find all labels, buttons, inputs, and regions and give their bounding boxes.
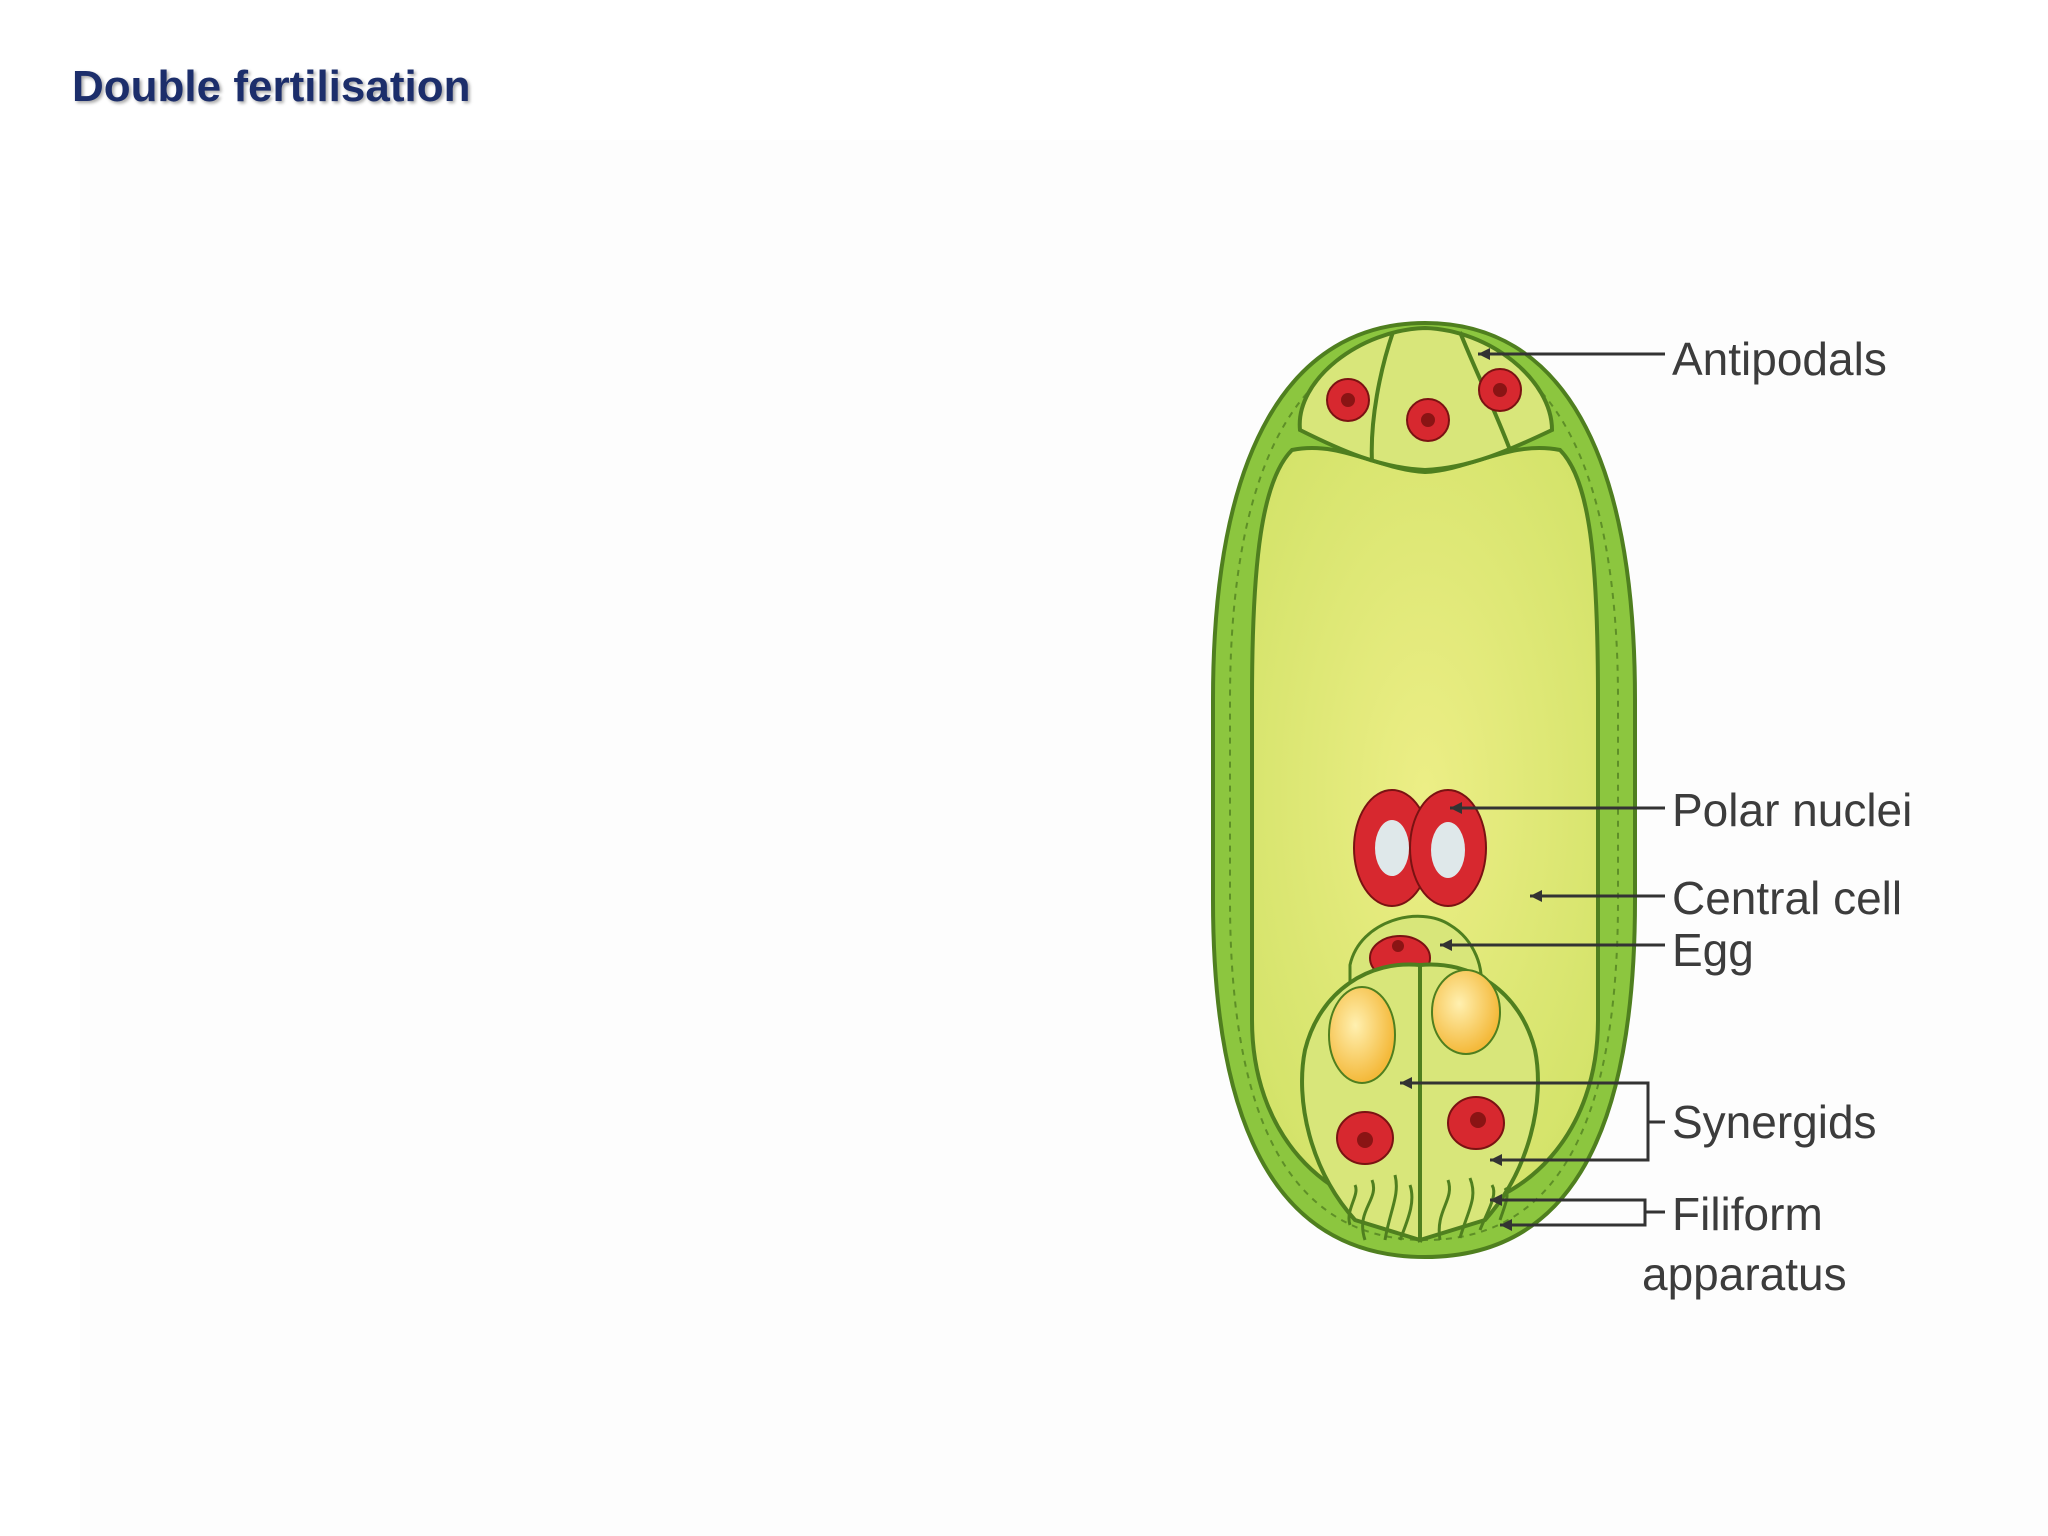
leader-lines <box>1400 352 1665 1227</box>
label-polar-nuclei: Polar nuclei <box>1672 784 1912 836</box>
antipodal-nuclei <box>1326 368 1522 442</box>
synergid-nuclei <box>1336 1096 1505 1165</box>
label-filiform-line1: Filiform <box>1672 1188 1823 1240</box>
slide-title: Double fertilisation <box>72 62 471 111</box>
diagram-panel <box>80 140 2048 1536</box>
label-antipodals: Antipodals <box>1672 333 1887 385</box>
label-filiform-line2: apparatus <box>1642 1248 1847 1300</box>
label-central-cell: Central cell <box>1672 872 1902 924</box>
label-synergids: Synergids <box>1672 1096 1877 1148</box>
filiform-apparatus <box>1347 1174 1509 1241</box>
label-egg: Egg <box>1672 924 1754 976</box>
polar-nuclei <box>1353 789 1487 907</box>
